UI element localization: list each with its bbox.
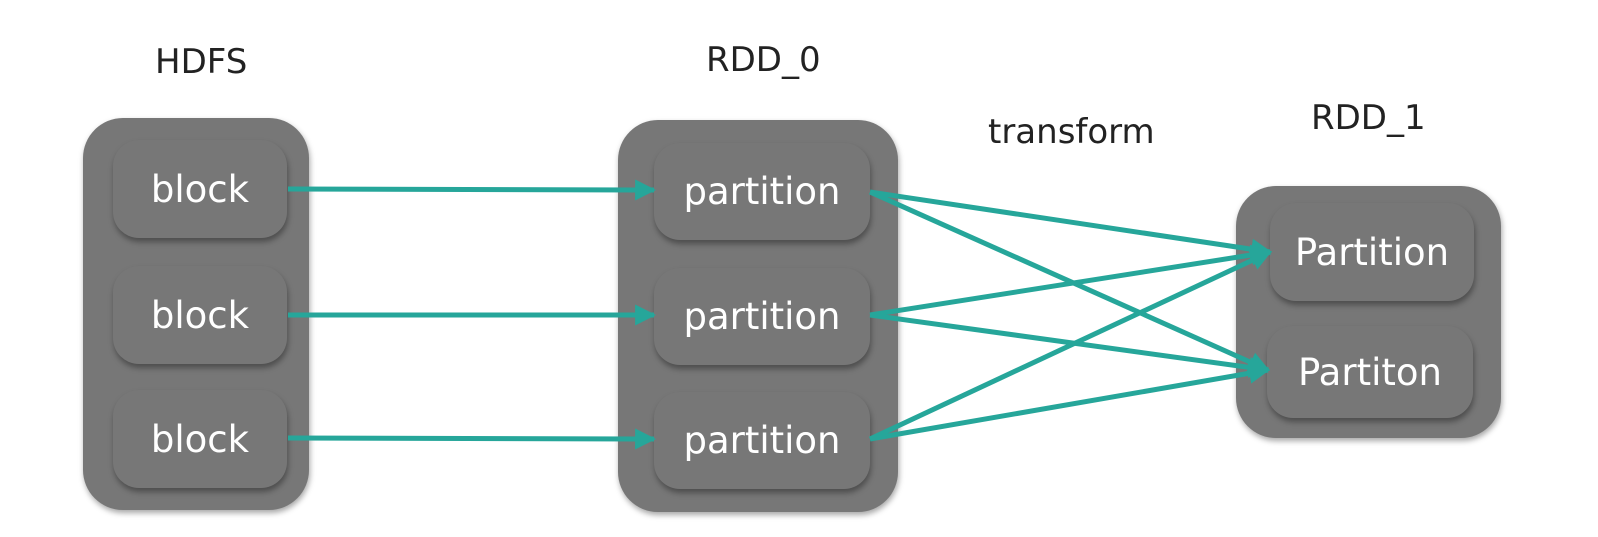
node-label: partition [683,419,841,462]
edge-arrow [868,249,1272,442]
node-label: partition [683,170,841,213]
node-label: Partiton [1298,350,1442,394]
edge-arrow [287,428,657,450]
rdd1-partition-node[interactable]: Partition [1270,203,1474,301]
hdfs-title: HDFS [155,42,248,82]
edge-arrow [869,189,1273,260]
hdfs-block-node[interactable]: block [113,266,287,364]
rdd0-partition-node[interactable]: partition [654,143,870,240]
node-label: block [150,417,250,461]
node-label: block [150,293,250,337]
rdd0-partition-node[interactable]: partition [654,268,870,365]
edge-arrow [287,179,657,201]
transform-label: transform [988,112,1155,152]
rdd0-partition-node[interactable]: partition [654,392,870,489]
edge-arrow [869,244,1273,318]
hdfs-block-node[interactable]: block [113,390,287,488]
rdd1-partition-node[interactable]: Partiton [1267,326,1473,418]
rdd1-title: RDD_1 [1311,98,1426,138]
node-label: partition [683,295,841,338]
edge-arrow [869,312,1271,378]
node-label: block [150,167,250,211]
node-label: Partition [1294,230,1450,274]
edge-arrow [868,189,1270,373]
hdfs-block-node[interactable]: block [113,140,287,238]
rdd0-title: RDD_0 [706,40,821,80]
edge-arrow [869,362,1271,442]
